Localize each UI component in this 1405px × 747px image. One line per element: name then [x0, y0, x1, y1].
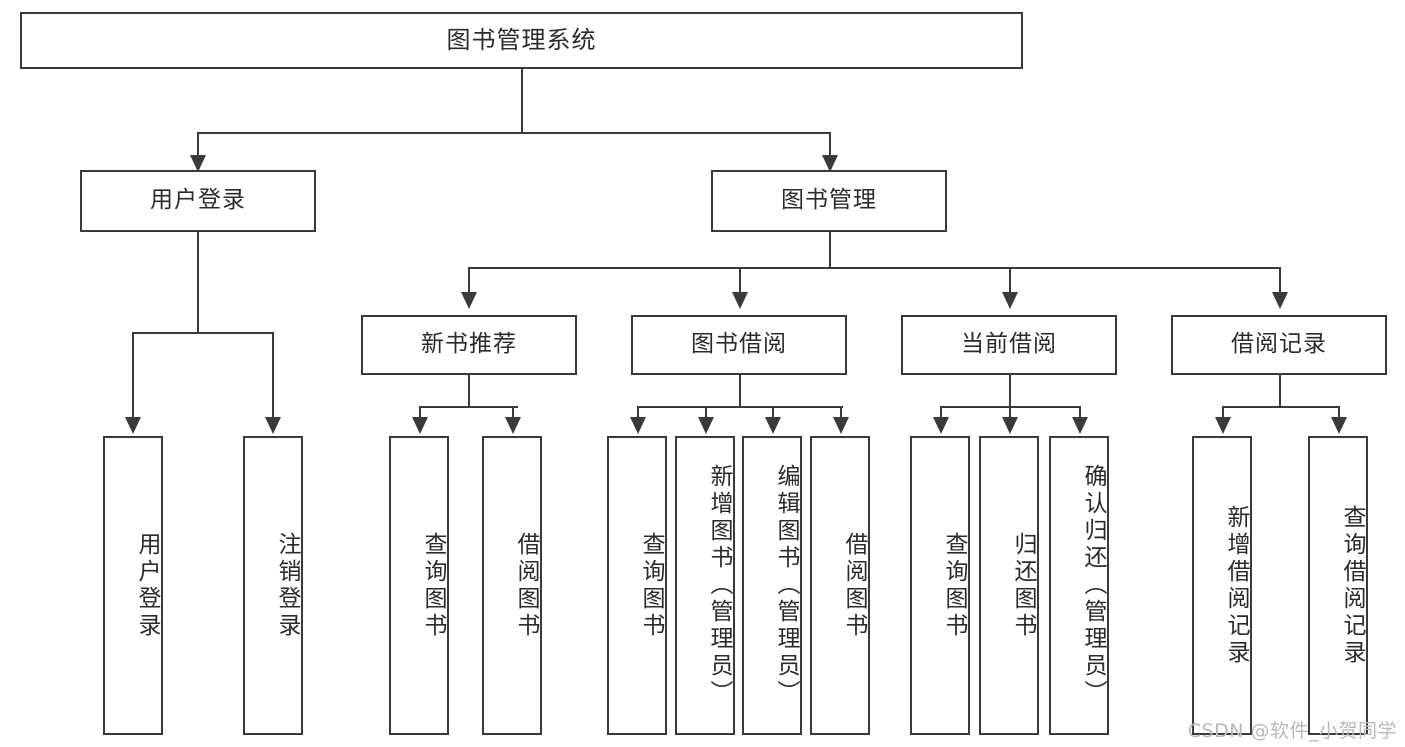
node-current-borrow[interactable]: 当前借阅 [901, 315, 1117, 375]
arrowhead-leaf-return-book [1002, 417, 1018, 434]
node-book-management-system[interactable]: 图书管理系统 [20, 12, 1023, 69]
arrowhead-leaf-user-login [125, 417, 141, 434]
connector-user-login-to-leaf-2 [272, 332, 274, 419]
leaf-confirm-return[interactable]: 确认归还（管理员） [1049, 436, 1109, 735]
arrowhead-leaf-query-book-2 [630, 417, 646, 434]
connector-root-to-book-management [829, 132, 831, 158]
connector-root-stem [521, 69, 523, 133]
connector-book-management-stem [829, 232, 831, 268]
connector-borrow-record-bus [1222, 406, 1338, 408]
connector-nb-to-borrow-book [512, 406, 514, 419]
leaf-borrow-book-2[interactable]: 借阅图书 [810, 436, 870, 735]
leaf-edit-book[interactable]: 编辑图书（管理员） [742, 436, 802, 735]
node-book-management[interactable]: 图书管理 [711, 170, 947, 232]
connector-root-to-user-login [197, 132, 199, 158]
leaf-user-login[interactable]: 用户登录 [103, 436, 163, 735]
connector-br-to-query-record [1338, 406, 1340, 419]
leaf-query-book-3[interactable]: 查询图书 [910, 436, 970, 735]
connector-user-login-bus [132, 332, 274, 334]
arrowhead-leaf-edit-book [765, 417, 781, 434]
node-label: 新书推荐 [421, 331, 517, 358]
connector-user-login-stem [197, 232, 199, 333]
connector-bm-to-current-borrow [1009, 267, 1011, 294]
node-label: 图书管理 [781, 187, 877, 214]
connector-bm-to-borrow-record [1279, 267, 1281, 294]
arrowhead-user-login [190, 155, 206, 172]
leaf-query-book-1[interactable]: 查询图书 [389, 436, 449, 735]
connector-bb-to-query [637, 406, 639, 419]
node-borrow-record[interactable]: 借阅记录 [1171, 315, 1387, 375]
node-user-login[interactable]: 用户登录 [80, 170, 316, 232]
connector-borrow-record-stem [1279, 375, 1281, 407]
node-label: 用户登录 [134, 531, 160, 640]
connector-bm-to-book-borrow [739, 267, 741, 294]
connector-bb-to-borrow [840, 406, 842, 419]
node-book-borrow[interactable]: 图书借阅 [631, 315, 847, 375]
arrowhead-leaf-add-record [1215, 417, 1231, 434]
node-label: 查询图书 [420, 531, 446, 640]
leaf-return-book[interactable]: 归还图书 [979, 436, 1039, 735]
connector-user-login-to-leaf-1 [132, 332, 134, 419]
node-new-book-recommend[interactable]: 新书推荐 [361, 315, 577, 375]
connector-root-bus [197, 132, 831, 134]
node-label: 借阅图书 [513, 531, 539, 640]
arrowhead-leaf-query-book-1 [412, 417, 428, 434]
arrowhead-leaf-logout [265, 417, 281, 434]
node-label: 新增借阅记录 [1223, 504, 1249, 667]
node-label: 新增图书（管理员） [706, 464, 732, 707]
arrowhead-leaf-add-book [698, 417, 714, 434]
arrowhead-new-book-recommend [461, 292, 477, 309]
arrowhead-borrow-record [1272, 292, 1288, 309]
node-label: 编辑图书（管理员） [773, 464, 799, 707]
leaf-borrow-book-1[interactable]: 借阅图书 [482, 436, 542, 735]
arrowhead-leaf-borrow-book-1 [505, 417, 521, 434]
arrowhead-book-management [822, 155, 838, 172]
arrowhead-current-borrow [1002, 292, 1018, 309]
connector-bm-to-new-book [468, 267, 470, 294]
node-label: 图书借阅 [691, 331, 787, 358]
leaf-logout[interactable]: 注销登录 [243, 436, 303, 735]
node-label: 查询借阅记录 [1339, 504, 1365, 667]
connector-cb-to-return [1009, 406, 1011, 419]
arrowhead-leaf-borrow-book-2 [833, 417, 849, 434]
connector-cb-to-confirm [1079, 406, 1081, 419]
node-label: 确认归还（管理员） [1080, 464, 1106, 707]
node-label: 借阅图书 [841, 531, 867, 640]
connector-new-book-stem [468, 375, 470, 407]
node-label: 查询图书 [941, 531, 967, 640]
connector-book-borrow-stem [739, 375, 741, 407]
node-label: 注销登录 [274, 531, 300, 640]
connector-bb-to-edit [772, 406, 774, 419]
connector-book-borrow-bus [637, 406, 843, 408]
node-label: 图书管理系统 [446, 26, 597, 55]
arrowhead-leaf-query-book-3 [933, 417, 949, 434]
node-label: 查询图书 [638, 531, 664, 640]
arrowhead-book-borrow [732, 292, 748, 309]
connector-book-management-bus [468, 267, 1279, 269]
connector-current-borrow-stem [1009, 375, 1011, 407]
connector-br-to-add-record [1222, 406, 1224, 419]
node-label: 借阅记录 [1231, 331, 1327, 358]
arrowhead-leaf-query-record [1331, 417, 1347, 434]
connector-nb-to-query-book [419, 406, 421, 419]
connector-bb-to-add [705, 406, 707, 419]
connector-cb-to-query [940, 406, 942, 419]
leaf-query-book-2[interactable]: 查询图书 [607, 436, 667, 735]
leaf-query-record[interactable]: 查询借阅记录 [1308, 436, 1368, 735]
connector-new-book-bus [419, 406, 518, 408]
node-label: 当前借阅 [961, 331, 1057, 358]
csdn-watermark: CSDN @软件_小贺同学 [1187, 720, 1397, 742]
node-label: 用户登录 [150, 187, 246, 214]
arrowhead-leaf-confirm-return [1072, 417, 1088, 434]
leaf-add-record[interactable]: 新增借阅记录 [1192, 436, 1252, 735]
leaf-add-book[interactable]: 新增图书（管理员） [675, 436, 735, 735]
node-label: 归还图书 [1010, 531, 1036, 640]
